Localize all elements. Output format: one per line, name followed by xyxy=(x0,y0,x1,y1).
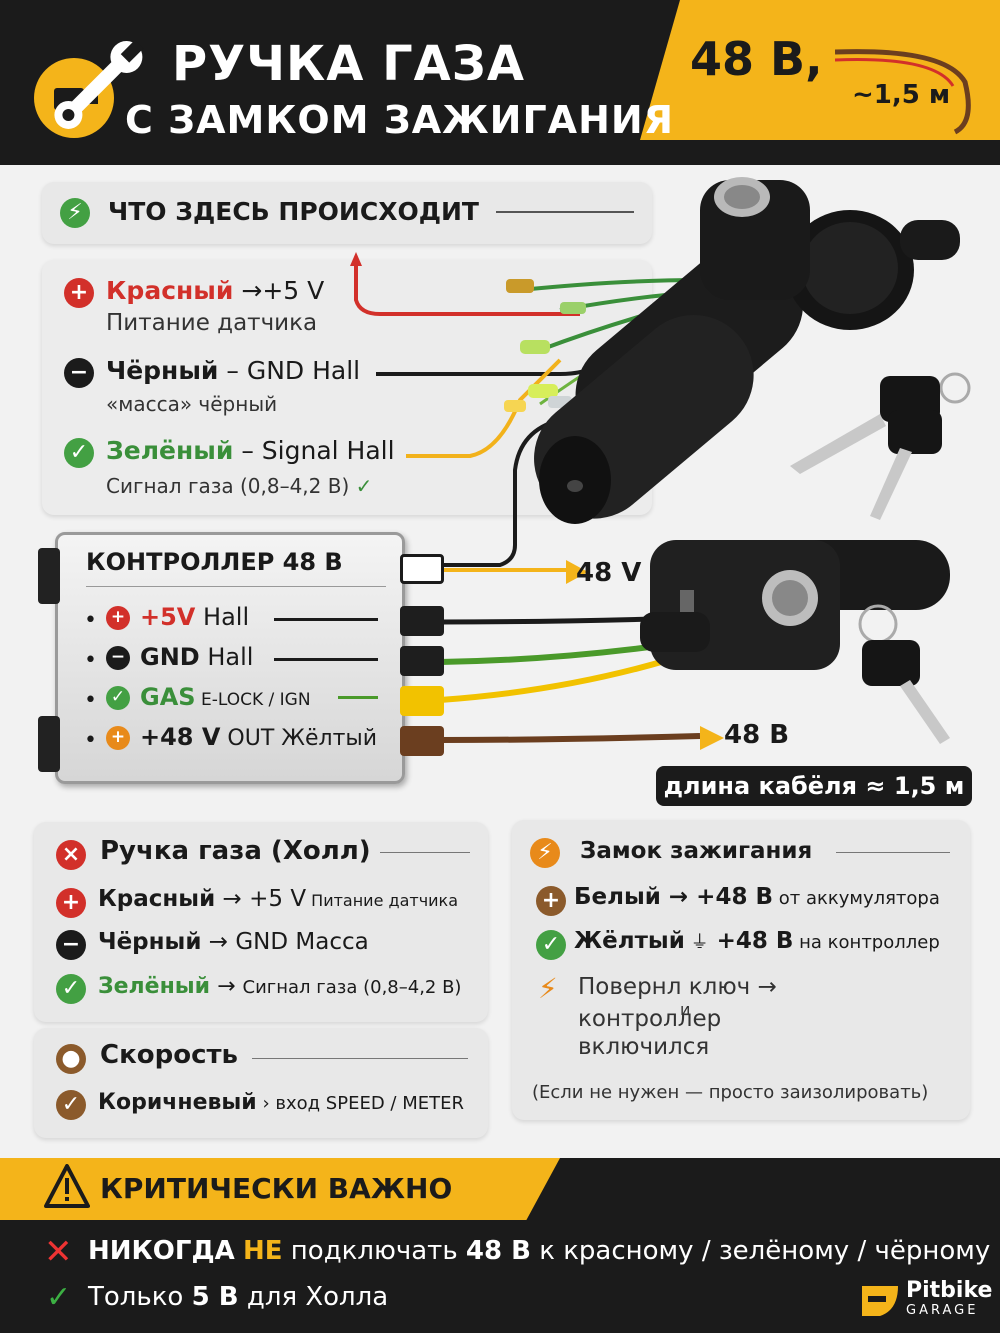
lightning-icon: ⚡ xyxy=(538,972,558,1005)
divider xyxy=(380,852,470,853)
wire-red-desc: Питание датчика xyxy=(106,310,318,336)
connector-top xyxy=(400,554,444,584)
divider xyxy=(86,586,386,587)
header-yellow-badge xyxy=(640,0,1000,140)
lock-turned-2: контроллер xyxy=(578,1006,722,1032)
subtitle-voltage: (48 В) xyxy=(688,98,825,142)
throttle-panel xyxy=(34,822,488,1022)
divider xyxy=(252,1058,468,1059)
warning-header-bg xyxy=(0,1158,560,1220)
header-cable-icon xyxy=(835,49,971,135)
lightning-icon: ⚡ xyxy=(530,838,560,868)
leaf-icon: ✓ xyxy=(64,438,94,468)
ctrl-row-48v: +48 V OUT Жёлтый xyxy=(140,723,378,751)
plus-icon: + xyxy=(64,278,94,308)
connector-gnd xyxy=(400,646,444,676)
warning-icon xyxy=(44,1164,90,1208)
controller-mount-tab xyxy=(38,716,60,772)
close-icon: × xyxy=(56,840,86,870)
wire-line xyxy=(338,696,378,699)
wire-black-label: Чёрный – GND Hall xyxy=(106,356,361,385)
speed-row-brown: Коричневый › вход SPEED / METER xyxy=(98,1090,464,1115)
plus-icon: + xyxy=(106,606,130,630)
leaf-icon: ✓ xyxy=(56,974,86,1004)
check-icon: ✓ xyxy=(46,1280,72,1315)
connector-gas xyxy=(400,686,444,716)
voltage-badge: 48 В, xyxy=(690,32,823,86)
cable-length-label: длина кабёля ≈ 1,5 м xyxy=(656,766,972,806)
leaf-icon: ✓ xyxy=(56,1090,86,1120)
what-happens-panel xyxy=(42,182,652,244)
warning-never: НИКОГДА НЕ подключать 48 В к красному / … xyxy=(88,1236,991,1266)
plug-icon: ⏚ xyxy=(684,932,709,953)
warning-title: КРИТИЧЕСКИ ВАЖНО xyxy=(100,1172,453,1205)
ignition-lock-panel xyxy=(512,820,970,1120)
lightning-icon: ⚡ xyxy=(60,198,90,228)
lock-turned-1: Повернл ключ → xyxy=(578,974,777,1000)
lock-row-white: Белый → +48 В от аккумулятора xyxy=(574,884,940,910)
wire-green-desc: Сигнал газа (0,8–4,2 В) ✓ xyxy=(106,474,373,498)
minus-icon: − xyxy=(64,358,94,388)
wire-black-desc: «масса» чёрный xyxy=(106,392,278,416)
dot: • xyxy=(84,648,97,673)
leaf-icon: ✓ xyxy=(536,930,566,960)
connector-5v xyxy=(400,606,444,636)
header-banner xyxy=(0,0,1000,165)
check-icon: ✓ xyxy=(355,474,373,498)
divider xyxy=(836,852,950,853)
dot: • xyxy=(84,688,97,713)
ctrl-row-gas: GAS E-LOCK / IGN xyxy=(140,683,311,711)
leaf-icon: ✓ xyxy=(106,686,130,710)
lock-turned-and: и xyxy=(680,1000,691,1019)
wire-green-label: Зелёный – Signal Hall xyxy=(106,436,395,465)
lock-turned-3: включился xyxy=(578,1034,710,1060)
ctrl-row-gnd: GND Hall xyxy=(140,643,254,671)
dot: • xyxy=(84,608,97,633)
throttle-row-green: Зелёный → Сигнал газа (0,8–4,2 В) xyxy=(98,974,462,999)
speed-icon: ● xyxy=(56,1044,86,1074)
connector-48v xyxy=(400,726,444,756)
pitbike-logo-icon xyxy=(862,1286,898,1316)
wire-red-label: Красный →+5 V xyxy=(106,276,325,305)
minus-icon: − xyxy=(56,930,86,960)
controller-title: КОНТРОЛЛЕР 48 В xyxy=(86,548,343,576)
page-title: РУЧКА ГАЗА xyxy=(172,36,526,92)
lock-row-yellow: Жёлтый ⏚ +48 В на контроллер xyxy=(574,928,940,954)
lock-note: (Если не нужен — просто заизолировать) xyxy=(532,1082,929,1103)
wire-line xyxy=(274,618,378,621)
wire-line xyxy=(274,658,378,661)
cable-length-badge: ~1,5 м xyxy=(852,80,951,110)
controller-mount-tab xyxy=(38,548,60,604)
plus-icon: + xyxy=(106,726,130,750)
out-48b-label: 48 В xyxy=(724,720,790,750)
plus-icon: + xyxy=(56,888,86,918)
out-48v-label: 48 V xyxy=(576,558,642,588)
speed-panel xyxy=(34,1028,488,1138)
page-subtitle: С ЗАМКОМ ЗАЖИГАНИЯ (48 В) xyxy=(125,98,825,142)
throttle-row-red: Красный → +5 V Питание датчика xyxy=(98,886,459,912)
throttle-row-black: Чёрный → GND Масса xyxy=(98,929,369,955)
warning-only5: Только 5 В для Холла xyxy=(88,1282,389,1312)
ctrl-row-5v: +5V Hall xyxy=(140,603,250,631)
divider xyxy=(496,211,634,213)
throttle-title: Ручка газа (Холл) xyxy=(100,836,371,866)
dot: • xyxy=(84,728,97,753)
minus-icon: − xyxy=(106,646,130,670)
cross-icon: ✕ xyxy=(44,1232,73,1272)
what-happens-title: ЧТО ЗДЕСЬ ПРОИСХОДИТ xyxy=(108,197,479,226)
lock-title: Замок зажигания xyxy=(580,838,813,864)
speed-title: Скорость xyxy=(100,1040,238,1070)
brand-logo: Pitbike GARAGE xyxy=(906,1278,993,1318)
plus-icon: + xyxy=(536,886,566,916)
wrench-logo-icon xyxy=(34,40,144,138)
